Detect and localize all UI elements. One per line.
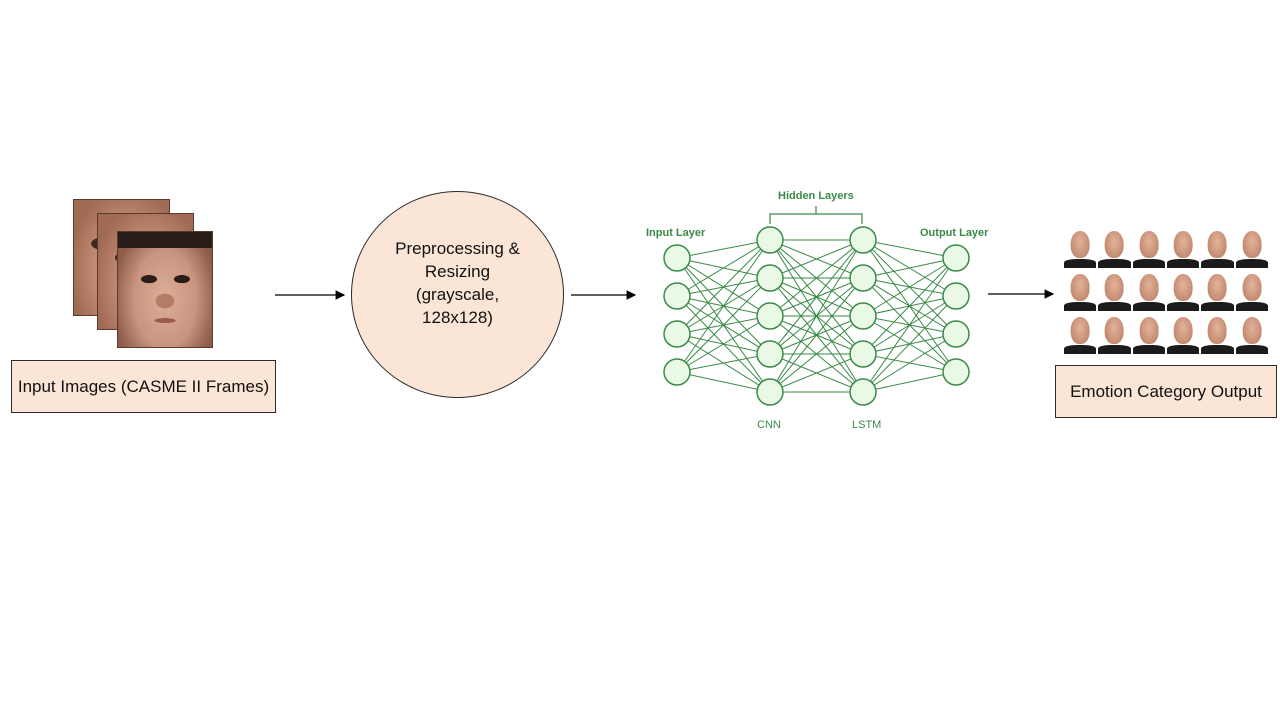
node-output-1: [942, 282, 970, 310]
edge-input-3-cnn-3: [676, 353, 771, 373]
input-frame-3: [117, 231, 213, 348]
hidden-layers-bracket: [769, 206, 863, 224]
preprocessing-line-3: (grayscale,: [415, 285, 500, 304]
node-lstm-1: [849, 264, 877, 292]
emotion-output-label: Emotion Category Output: [1070, 381, 1262, 401]
emotion-face-thumbnail: [1166, 270, 1200, 311]
node-lstm-2: [849, 302, 877, 330]
edge-lstm-1-output-0: [862, 257, 957, 279]
node-cnn-4: [756, 378, 784, 406]
emotion-face-thumbnail: [1201, 227, 1234, 268]
node-cnn-0: [756, 226, 784, 254]
edge-lstm-2-output-0: [862, 257, 957, 317]
emotion-face-thumbnail: [1235, 270, 1268, 311]
edge-lstm-4-output-2: [862, 333, 957, 393]
cnn-label: CNN: [757, 419, 781, 431]
edge-input-0-cnn-0: [676, 239, 771, 259]
edge-lstm-0-output-0: [862, 239, 957, 259]
output-layer-label: Output Layer: [920, 227, 989, 239]
edge-cnn-4-lstm-0: [769, 239, 864, 393]
emotion-face-thumbnail: [1064, 227, 1097, 268]
edge-lstm-3-output-0: [862, 257, 957, 355]
edge-cnn-4-lstm-2: [769, 315, 864, 393]
emotion-face-thumbnail: [1201, 313, 1234, 354]
network-edges: [676, 239, 957, 393]
emotion-face-thumbnail: [1132, 270, 1165, 311]
lstm-label: LSTM: [852, 419, 882, 431]
emotion-output-box: Emotion Category Output: [1055, 365, 1277, 418]
emotion-face-thumbnail: [1166, 313, 1200, 354]
node-output-3: [942, 358, 970, 386]
node-lstm-4: [849, 378, 877, 406]
input-layer-label: Input Layer: [646, 227, 706, 239]
node-output-2: [942, 320, 970, 348]
emotion-face-thumbnail: [1132, 227, 1165, 268]
node-lstm-0: [849, 226, 877, 254]
preprocessing-line-4: 128x128): [422, 308, 493, 327]
emotion-face-thumbnail: [1235, 313, 1268, 354]
edge-input-2-cnn-0: [676, 239, 771, 335]
edge-cnn-2-lstm-0: [769, 239, 864, 317]
edge-lstm-4-output-1: [862, 295, 957, 393]
node-cnn-3: [756, 340, 784, 368]
edge-input-1-cnn-0: [676, 239, 771, 297]
node-input-0: [663, 244, 691, 272]
edge-lstm-4-output-3: [862, 371, 957, 393]
edge-input-3-cnn-0: [676, 239, 771, 373]
preprocessing-text: Preprocessing & Resizing (grayscale, 128…: [351, 237, 564, 329]
node-cnn-1: [756, 264, 784, 292]
edge-input-3-cnn-2: [676, 315, 771, 373]
edge-cnn-4-lstm-3: [769, 353, 864, 393]
emotion-faces-grid: [1064, 227, 1268, 354]
preprocessing-line-2: Resizing: [424, 262, 491, 281]
emotion-face-thumbnail: [1098, 227, 1131, 268]
emotion-face-thumbnail: [1201, 270, 1234, 311]
node-cnn-2: [756, 302, 784, 330]
edge-lstm-4-output-0: [862, 257, 957, 393]
emotion-face-thumbnail: [1235, 227, 1268, 268]
emotion-face-thumbnail: [1166, 227, 1200, 268]
preprocessing-circle: [351, 191, 564, 398]
emotion-face-thumbnail: [1064, 313, 1097, 354]
node-input-2: [663, 320, 691, 348]
edge-input-3-cnn-1: [676, 277, 771, 373]
input-images-box: Input Images (CASME II Frames): [11, 360, 276, 413]
edge-cnn-3-lstm-0: [769, 239, 864, 355]
input-images-label: Input Images (CASME II Frames): [17, 376, 270, 396]
node-input-1: [663, 282, 691, 310]
hidden-layers-label: Hidden Layers: [778, 190, 854, 202]
emotion-face-thumbnail: [1098, 313, 1131, 354]
emotion-face-thumbnail: [1064, 270, 1097, 311]
preprocessing-line-1: Preprocessing &: [395, 239, 520, 258]
emotion-face-thumbnail: [1098, 270, 1131, 311]
node-input-3: [663, 358, 691, 386]
emotion-face-thumbnail: [1132, 313, 1165, 354]
node-output-0: [942, 244, 970, 272]
edge-cnn-4-lstm-1: [769, 277, 864, 393]
node-lstm-3: [849, 340, 877, 368]
edge-input-3-cnn-4: [676, 371, 771, 393]
network-nodes: [663, 226, 970, 406]
edge-cnn-1-lstm-0: [769, 239, 864, 279]
